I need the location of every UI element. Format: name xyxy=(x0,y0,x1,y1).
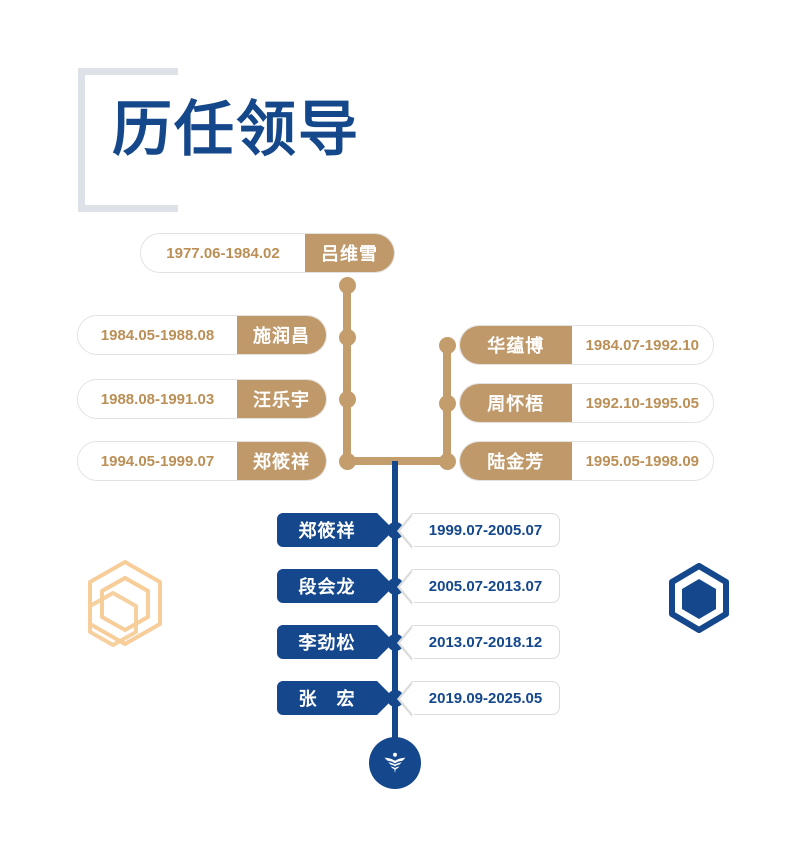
entry-date: 1977.06-1984.02 xyxy=(141,234,305,272)
entry-date: 2005.07-2013.07 xyxy=(428,577,543,595)
entry-name: 郑筱祥 xyxy=(298,521,356,541)
entry-name: 陆金芳 xyxy=(460,442,572,480)
entry-name: 汪乐宇 xyxy=(237,380,326,418)
timeline-entry-blue-date[interactable]: 2019.09-2025.05 xyxy=(397,681,560,717)
timeline-entry-blue-name[interactable]: 段会龙 xyxy=(277,569,394,603)
tan-node-dot xyxy=(338,452,356,470)
tan-node-dot xyxy=(338,328,356,346)
interlocking-hexagon-icon xyxy=(82,558,168,658)
tan-node-dot xyxy=(338,276,356,294)
page-title: 历任领导 xyxy=(112,96,360,163)
nested-hexagon-icon xyxy=(665,563,733,641)
blue-connector-line xyxy=(392,461,398,761)
timeline-entry-blue-name[interactable]: 张 宏 xyxy=(277,681,394,715)
tan-node-dot xyxy=(338,390,356,408)
entry-name: 吕维雪 xyxy=(305,234,394,272)
timeline-entry-left[interactable]: 1984.05-1988.08 施润昌 xyxy=(77,315,327,355)
entry-name: 华蕴博 xyxy=(460,326,572,364)
entry-date: 2013.07-2018.12 xyxy=(428,633,543,651)
entry-date: 1994.05-1999.07 xyxy=(78,442,237,480)
entry-name: 李劲松 xyxy=(298,633,356,653)
entry-date: 1984.05-1988.08 xyxy=(78,316,237,354)
timeline-entry-right[interactable]: 周怀梧 1992.10-1995.05 xyxy=(459,383,714,423)
tan-node-dot xyxy=(438,452,456,470)
entry-name: 郑筱祥 xyxy=(237,442,326,480)
entry-name: 周怀梧 xyxy=(460,384,572,422)
tan-node-dot xyxy=(438,336,456,354)
entry-date: 2019.09-2025.05 xyxy=(428,689,543,707)
entry-date: 1999.07-2005.07 xyxy=(428,521,543,539)
tan-node-dot xyxy=(438,394,456,412)
entry-name: 段会龙 xyxy=(298,577,356,597)
timeline-entry-blue-date[interactable]: 2013.07-2018.12 xyxy=(397,625,560,661)
timeline-entry-blue-date[interactable]: 1999.07-2005.07 xyxy=(397,513,560,549)
title-bracket-decoration xyxy=(78,68,178,212)
entry-name: 张 宏 xyxy=(298,689,356,709)
entry-date: 1984.07-1992.10 xyxy=(571,326,713,364)
timeline-entry-left[interactable]: 1988.08-1991.03 汪乐宇 xyxy=(77,379,327,419)
timeline-entry-top[interactable]: 1977.06-1984.02 吕维雪 xyxy=(140,233,395,273)
entry-date: 1995.05-1998.09 xyxy=(571,442,713,480)
entry-date: 1992.10-1995.05 xyxy=(571,384,713,422)
timeline-entry-left[interactable]: 1994.05-1999.07 郑筱祥 xyxy=(77,441,327,481)
eagle-emblem-icon xyxy=(369,737,421,789)
tan-connector-line-left xyxy=(343,285,351,463)
timeline-entry-right[interactable]: 陆金芳 1995.05-1998.09 xyxy=(459,441,714,481)
timeline-entry-blue-date[interactable]: 2005.07-2013.07 xyxy=(397,569,560,605)
entry-date: 1988.08-1991.03 xyxy=(78,380,237,418)
timeline-entry-blue-name[interactable]: 李劲松 xyxy=(277,625,394,659)
timeline-entry-blue-name[interactable]: 郑筱祥 xyxy=(277,513,394,547)
entry-name: 施润昌 xyxy=(237,316,326,354)
timeline-entry-right[interactable]: 华蕴博 1984.07-1992.10 xyxy=(459,325,714,365)
